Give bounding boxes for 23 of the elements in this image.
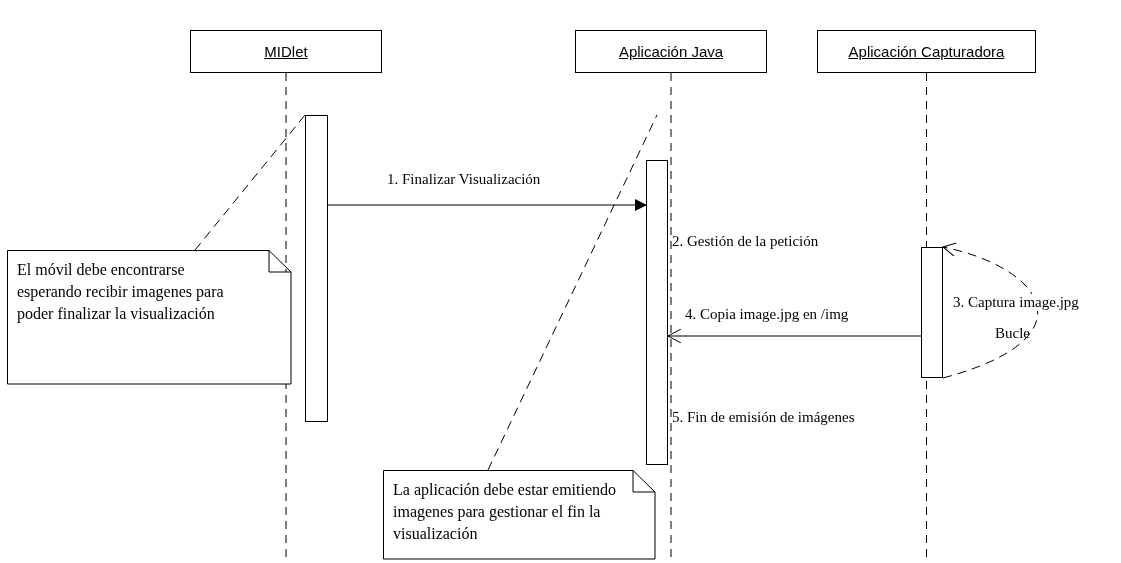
lifeline-header [575, 30, 767, 73]
activation-bar [646, 160, 668, 465]
message-arrow [327, 199, 647, 211]
edge-label: 3. Captura image.jpg [953, 294, 1079, 311]
activation-bar [921, 247, 943, 378]
leader-line [194, 114, 306, 251]
edge-label: 4. Copia image.jpg en /img [685, 306, 849, 323]
note-text: El móvil debe encontrarse esperando recibir imagenes para poder finalizar la visualización [16, 260, 225, 325]
message-arrow [667, 328, 922, 344]
participant-name: MIDlet [264, 43, 308, 60]
leader-line [487, 114, 658, 471]
participant-name: Aplicación Java [618, 43, 724, 60]
note-box [383, 470, 656, 560]
participant-name: Aplicación Capturadora [848, 43, 1005, 60]
message-label: Bucle [995, 325, 1030, 342]
message-label: 5. Fin de emisión de imágenes [672, 409, 855, 426]
lifeline-header [190, 30, 382, 73]
activation-bar [305, 115, 328, 422]
note-text: La aplicación debe estar emitiendo imagenes para gestionar el fin la visualización [392, 480, 617, 544]
message-label: 2. Gestión de la petición [672, 233, 819, 250]
lifeline-header [817, 30, 1036, 73]
note-box [7, 250, 292, 385]
message-arrow [942, 242, 1038, 379]
